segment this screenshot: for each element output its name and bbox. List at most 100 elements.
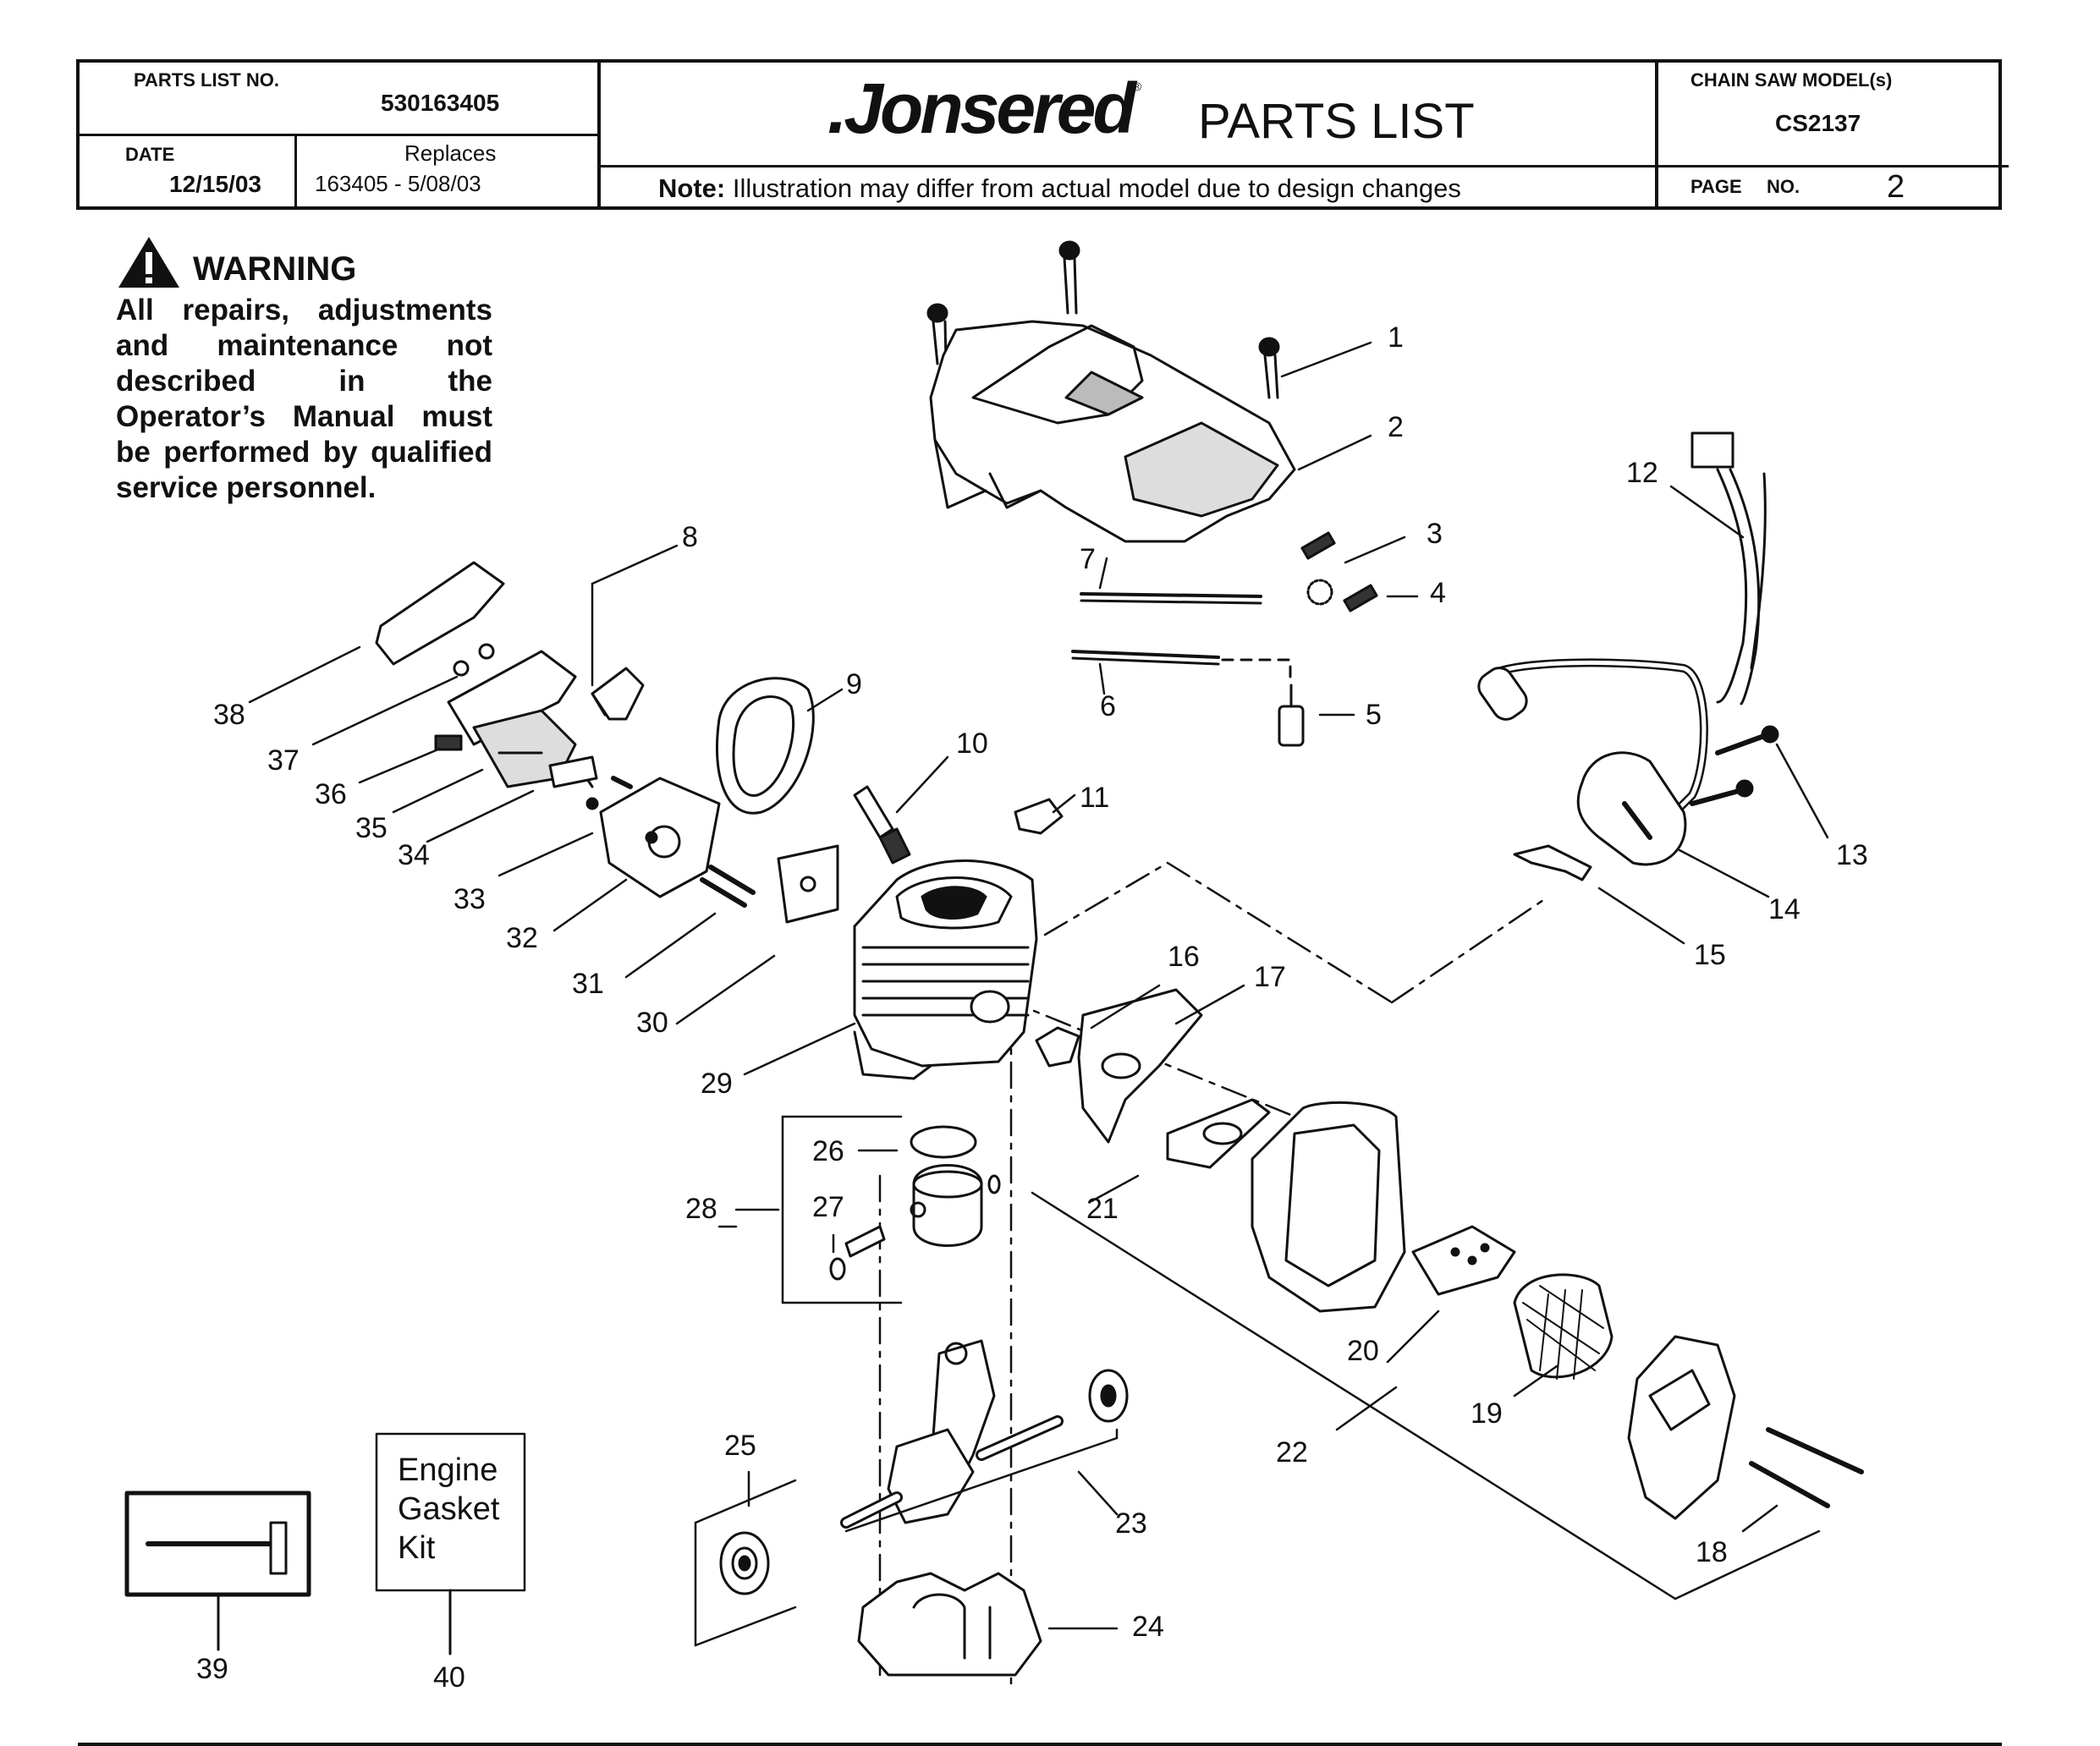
callout-27: 27 [812, 1191, 844, 1223]
part-spark-plug [853, 785, 911, 865]
callout-26: 26 [812, 1135, 844, 1167]
parts-list-label: PARTS LIST NO. [134, 69, 279, 91]
part-fuel-lines [1071, 592, 1292, 678]
brand-logo: .Jonsered® [827, 68, 1141, 150]
part-carburetor [434, 643, 598, 788]
callout-22: 22 [1276, 1436, 1308, 1469]
guide-lines [878, 861, 1550, 1685]
note-line: Note: Illustration may differ from actua… [658, 173, 1461, 204]
registered-mark: ® [1132, 80, 1142, 93]
callout-21: 21 [1086, 1193, 1119, 1225]
callout-23: 23 [1115, 1507, 1147, 1540]
date-label: DATE [125, 144, 175, 165]
part-decomp-valve [1014, 798, 1064, 835]
callout-14: 14 [1768, 893, 1800, 925]
part-muffler-gasket [1035, 988, 1203, 1144]
part-spark-arrestor [1411, 1225, 1613, 1380]
callout-2: 2 [1388, 411, 1404, 443]
page-label: PAGE [1690, 176, 1742, 197]
callout-34: 34 [398, 839, 430, 871]
callout-35: 35 [355, 812, 388, 844]
part-muffler [1251, 1101, 1406, 1313]
part-intake-adapter [585, 776, 721, 898]
part-buffers [1300, 531, 1378, 612]
leader-lines [248, 341, 1829, 1630]
page-no-label: NO. [1767, 176, 1800, 197]
header-divider [294, 135, 297, 210]
warning-body: All repairs, adjustments and maintenance… [116, 294, 492, 504]
model-value: CS2137 [1775, 110, 1861, 136]
callout-4: 4 [1430, 577, 1446, 609]
kit-line-3: Kit [398, 1530, 436, 1566]
part-piston-ring [910, 1125, 977, 1159]
callout-37: 37 [267, 744, 300, 777]
callout-6: 6 [1100, 690, 1116, 722]
part-bearing [719, 1531, 770, 1595]
part-piston-pin [829, 1174, 1001, 1281]
callout-5: 5 [1366, 699, 1382, 731]
callout-38: 38 [213, 699, 245, 731]
callout-18: 18 [1696, 1536, 1728, 1568]
callout-39: 39 [196, 1653, 228, 1685]
callout-12: 12 [1626, 457, 1658, 489]
callout-13: 13 [1836, 839, 1868, 871]
callout-24: 24 [1132, 1611, 1164, 1643]
part-rubber-boot [715, 677, 815, 815]
callout-15: 15 [1694, 939, 1726, 971]
muffler-bracket [1031, 1191, 1821, 1600]
piston-kit-bracket [781, 1115, 903, 1304]
callout-8: 8 [682, 521, 698, 553]
callout-11: 11 [1080, 782, 1110, 814]
part-piston [910, 1164, 983, 1247]
part-bracket [1513, 844, 1592, 881]
crankshaft-bracket [844, 1428, 1119, 1533]
date-value: 12/15/03 [169, 171, 261, 197]
part-muffler-cover [1627, 1335, 1864, 1520]
replaces-value: 163405 - 5/08/03 [315, 171, 481, 196]
page-number: 2 [1887, 169, 1905, 205]
callout-36: 36 [315, 778, 347, 810]
note-text: Illustration may differ from actual mode… [732, 173, 1461, 203]
callout-19: 19 [1471, 1397, 1503, 1430]
replaces-label: Replaces [404, 140, 497, 166]
part-intake [591, 667, 645, 721]
bottom-table-divider [78, 1743, 80, 1746]
bearing-bracket [694, 1479, 797, 1647]
engine-gasket-kit-label: Engine Gasket Kit [398, 1451, 499, 1568]
part-cylinder-gasket [700, 844, 839, 924]
callout-10: 10 [956, 728, 988, 760]
part-top-cover [929, 320, 1296, 543]
callout-30: 30 [636, 1007, 668, 1039]
part-heat-shield [1166, 1098, 1271, 1169]
warning-title: WARNING [193, 250, 357, 288]
note-label: Note: [658, 173, 726, 203]
callout-16: 16 [1168, 941, 1200, 973]
part-cover-screws [926, 240, 1280, 399]
part-ignition-module [1477, 658, 1779, 866]
callout-29: 29 [701, 1068, 733, 1100]
header-divider [76, 134, 599, 136]
part-air-filter [375, 561, 505, 666]
callout-25: 25 [724, 1430, 756, 1462]
callout-31: 31 [572, 968, 604, 1000]
callout-33: 33 [454, 883, 486, 915]
kit-box-frame [375, 1432, 526, 1655]
part-crankcase [857, 1572, 1042, 1677]
model-label: CHAIN SAW MODEL(s) [1690, 69, 1893, 91]
part-crankshaft [840, 1339, 1129, 1529]
callout-9: 9 [846, 668, 862, 700]
callout-40: 40 [433, 1661, 465, 1694]
callout-20: 20 [1347, 1335, 1379, 1367]
bottom-table-edge [78, 1743, 2002, 1746]
kit-line-1: Engine [398, 1452, 498, 1488]
header-divider [1655, 59, 1658, 210]
part-cylinder [853, 859, 1038, 1080]
header-divider [597, 165, 2009, 167]
kit-line-2: Gasket [398, 1491, 500, 1527]
callout-17: 17 [1254, 961, 1286, 993]
part-fuel-filter [1278, 684, 1305, 747]
brand-logo-text: .Jonsered [827, 69, 1136, 148]
callout-7: 7 [1080, 543, 1096, 575]
document-title: PARTS LIST [1198, 94, 1475, 149]
